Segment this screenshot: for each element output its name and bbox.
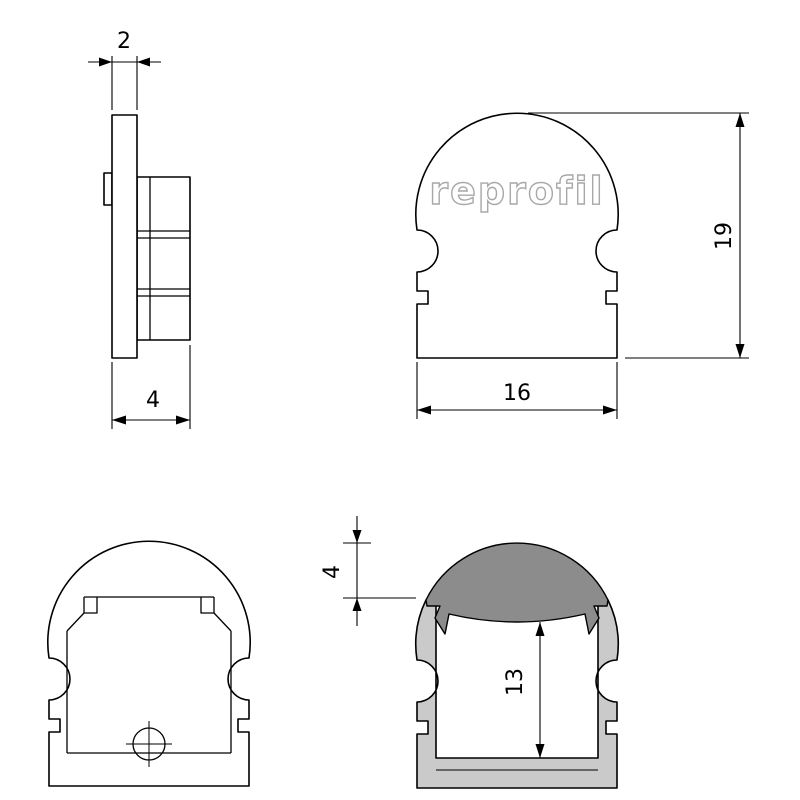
- dim-width: 16: [416, 362, 618, 419]
- dim-arrow: [603, 405, 617, 415]
- dim-arrow: [137, 57, 150, 67]
- dim-arrow: [535, 744, 545, 758]
- insert-divider-lines: [137, 177, 190, 340]
- dim-label-plate-thickness: 2: [117, 29, 131, 54]
- dim-extension-lines: [111, 56, 138, 110]
- outline-profile-outline: [47, 540, 251, 787]
- dim-arrow: [352, 530, 362, 543]
- dim-height: 19: [528, 112, 749, 359]
- insert-body-outline: [136, 176, 191, 341]
- dim-extension-lines: [343, 542, 416, 599]
- dim-arrow: [176, 415, 190, 425]
- dim-arrow: [352, 598, 362, 611]
- dim-arrow: [99, 57, 112, 67]
- dim-arrow: [112, 415, 126, 425]
- view-side: 2 4: [88, 29, 191, 429]
- reprofil-logo: reprofil: [429, 169, 604, 213]
- dim-plate-thickness: 2: [88, 29, 161, 110]
- dim-extension-lines: [528, 112, 749, 359]
- dim-arrow: [735, 344, 745, 358]
- view-front: reprofil 19 16: [415, 112, 749, 419]
- dim-label-height: 19: [712, 222, 737, 250]
- section-cover-lens: [425, 542, 609, 635]
- dim-arrow: [535, 622, 545, 636]
- screw-hole-crosshair: [126, 721, 172, 767]
- end-plate-outline: [111, 114, 138, 359]
- dim-cover-height: 4: [320, 516, 416, 626]
- inner-contour: [66, 596, 232, 754]
- dim-extension-lines: [111, 345, 191, 429]
- dim-inner-height: 13: [503, 622, 545, 758]
- dim-arrow: [417, 405, 431, 415]
- view-outline: [47, 540, 251, 787]
- dim-label-cover-height: 4: [320, 565, 345, 579]
- end-plate-notch: [103, 172, 113, 206]
- dim-label-inner-height: 13: [503, 668, 528, 696]
- dim-label-width: 16: [503, 381, 531, 406]
- front-profile-outline: [415, 112, 619, 359]
- dim-arrow: [735, 113, 745, 127]
- view-section: 4 13: [320, 516, 620, 789]
- dim-cap-depth: 4: [111, 345, 191, 429]
- dim-label-cap-depth: 4: [146, 388, 160, 413]
- section-aluminium-body: [414, 599, 620, 789]
